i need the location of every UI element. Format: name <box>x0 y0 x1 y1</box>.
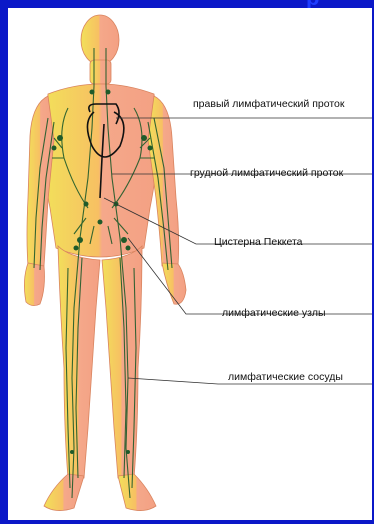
diagram-panel: правый лимфатический проток грудной лимф… <box>8 8 372 520</box>
body-silhouette <box>24 15 186 511</box>
label-lymph-nodes: лимфатические узлы <box>222 307 326 319</box>
lymphatic-system-illustration <box>8 8 372 520</box>
label-right-lymphatic-duct: правый лимфатический проток <box>193 98 344 110</box>
label-lymph-vessels: лимфатические сосуды <box>228 371 343 383</box>
label-thoracic-duct: грудной лимфатический проток <box>190 167 343 179</box>
label-cisterna-pecqueti: Цистерна Пеккета <box>214 236 303 248</box>
